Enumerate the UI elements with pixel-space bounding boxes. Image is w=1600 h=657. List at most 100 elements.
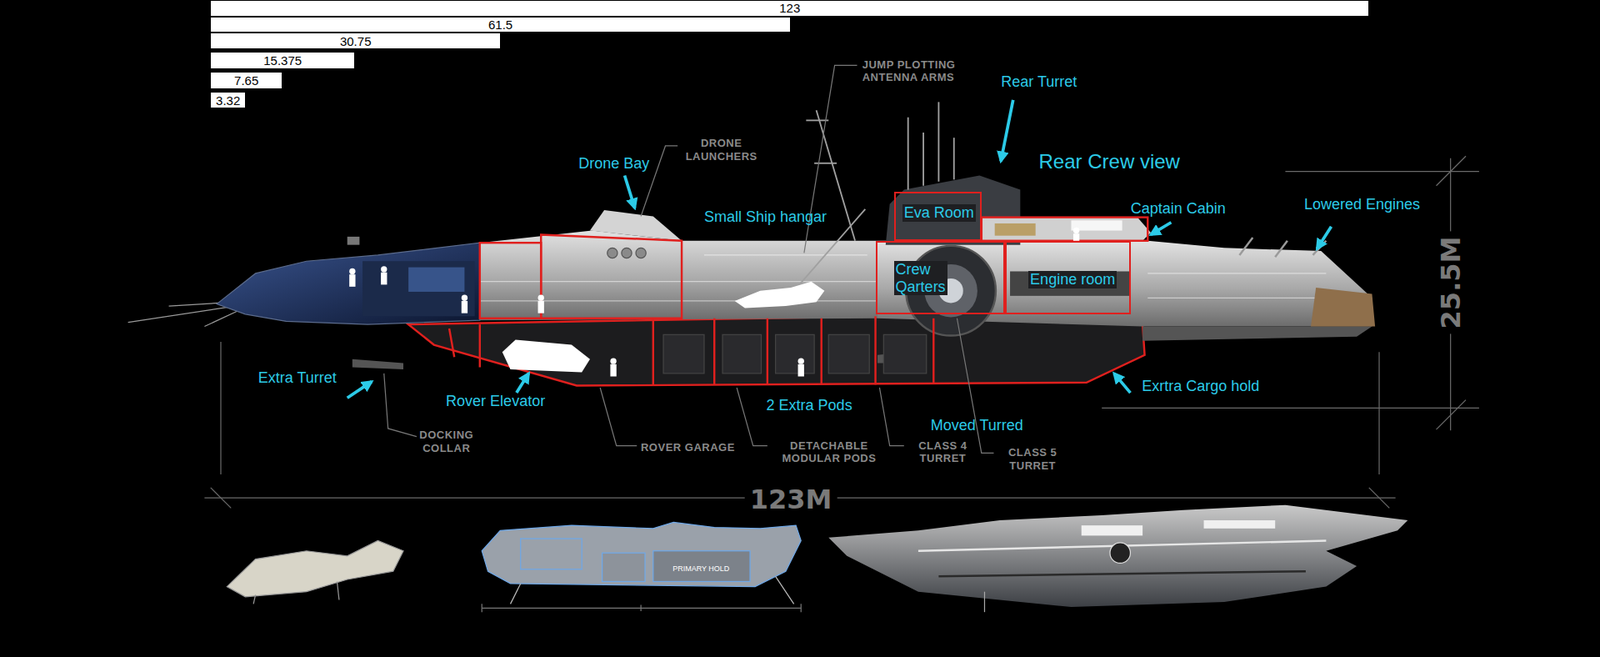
reference-freighter [481, 521, 801, 612]
scale-bar: 123 [210, 0, 1370, 17]
ship-detail [1081, 525, 1143, 535]
ship-detail [1150, 222, 1171, 235]
ship-detail [828, 334, 870, 373]
ship-detail [602, 552, 645, 581]
ship-detail [226, 540, 404, 597]
drone-bay [590, 210, 682, 241]
ship-detail [600, 387, 637, 446]
part-name: ROVER GARAGE [640, 440, 735, 455]
ship-detail [607, 247, 618, 258]
docking-collar [347, 236, 360, 245]
ship-detail [938, 570, 1305, 576]
room-name: Eva Room [902, 204, 976, 222]
label-holder: CLASS 5 TURRET [996, 445, 1069, 472]
ship-detail [766, 318, 769, 385]
ship-detail [1204, 520, 1276, 529]
ship-detail [538, 300, 545, 314]
callout-label: Small Ship hangar [704, 208, 827, 226]
ship-detail [704, 254, 868, 255]
label-holder: 2 Extra Pods [766, 396, 853, 415]
scale-bar: 61.5 [210, 16, 791, 34]
ship-detail [1239, 237, 1253, 255]
engine-block [1010, 270, 1130, 295]
nose-spike [204, 310, 237, 326]
ship-detail [722, 334, 761, 373]
ship-detail [879, 387, 904, 446]
crew-figures [349, 227, 1080, 377]
callout-label: Lowered Engines [1304, 195, 1420, 214]
callout-label: Moved Turred [930, 416, 1024, 435]
ship-detail [481, 521, 801, 586]
ship-detail [883, 334, 926, 373]
ship-detail [516, 373, 530, 393]
ship-detail [347, 381, 372, 399]
ship-detail [981, 217, 1148, 241]
ship-detail [461, 295, 468, 301]
dimension-lines [204, 155, 1480, 508]
ship-detail [663, 334, 705, 373]
label-holder: Extra Turret [258, 369, 337, 387]
ship-detail [540, 234, 682, 318]
ship-detail [461, 300, 468, 314]
scale-value: 30.75 [340, 35, 372, 48]
ship-detail [775, 575, 795, 604]
ship-detail [1275, 240, 1288, 258]
label-holder: CLASS 4 TURRET [907, 439, 980, 465]
captain-deck [981, 217, 1151, 241]
label-holder: Rear Crew view [1039, 150, 1180, 174]
ship-hull [128, 101, 1375, 385]
ship-detail [481, 607, 801, 609]
callout-label: Rear Crew view [1039, 150, 1180, 174]
label-holder: Rover Elevator [445, 392, 545, 410]
room-outline: Eva Room [894, 191, 982, 241]
callout-label: Exrtra Cargo hold [1141, 377, 1260, 395]
lower-hull [408, 315, 1145, 385]
ship-detail [820, 318, 822, 385]
ship-detail [874, 315, 876, 385]
label-holder: DOCKING COLLAR [403, 428, 490, 455]
ship-detail [1316, 226, 1331, 250]
part-name: CLASS 5 TURRET [996, 445, 1069, 472]
ship-detail [1114, 373, 1131, 393]
ship-detail [253, 594, 255, 604]
ship-detail [520, 538, 582, 570]
ship-detail [349, 268, 355, 275]
part-name: DOCKING COLLAR [403, 428, 490, 455]
label-holder: DRONE LAUNCHERS [680, 136, 764, 163]
scale-bar: 3.32 [210, 91, 246, 109]
ship-detail [953, 137, 955, 180]
ship-detail [775, 334, 815, 373]
ship-detail [1436, 155, 1466, 185]
ship-detail [798, 364, 805, 377]
main-hull [480, 230, 878, 321]
ship-detail [1369, 487, 1390, 508]
label-holder: 25.5M [1437, 231, 1465, 335]
ship-detail [336, 580, 339, 600]
label-holder: Small Ship hangar [704, 208, 827, 226]
scale-value: 123 [779, 1, 800, 15]
ship-detail [1378, 351, 1380, 475]
ship-detail [220, 341, 221, 475]
hold-label: PRIMARY HOLD [672, 565, 730, 573]
scale-value: 15.375 [263, 54, 302, 67]
ship-detail [449, 328, 455, 357]
room-name: Engine room [1028, 270, 1117, 289]
ship-detail [907, 117, 910, 190]
ship-detail [610, 364, 616, 377]
scale-bar: 7.65 [210, 71, 283, 90]
pod-doors [663, 334, 927, 373]
engine-spikes [1239, 237, 1326, 257]
rear-keel [1142, 326, 1372, 341]
ship-detail [798, 357, 805, 364]
ship-detail [800, 603, 802, 612]
ship-detail [814, 162, 837, 165]
extra-turret [352, 359, 404, 370]
ship-detail [828, 505, 1408, 607]
cockpit-glass [216, 242, 480, 325]
callout-label: Extra Turret [258, 369, 337, 387]
label-holder: DETACHABLE MODULAR PODS [770, 439, 888, 465]
ship-detail [1450, 158, 1451, 233]
label-holder: Rear Turret [1000, 73, 1077, 91]
